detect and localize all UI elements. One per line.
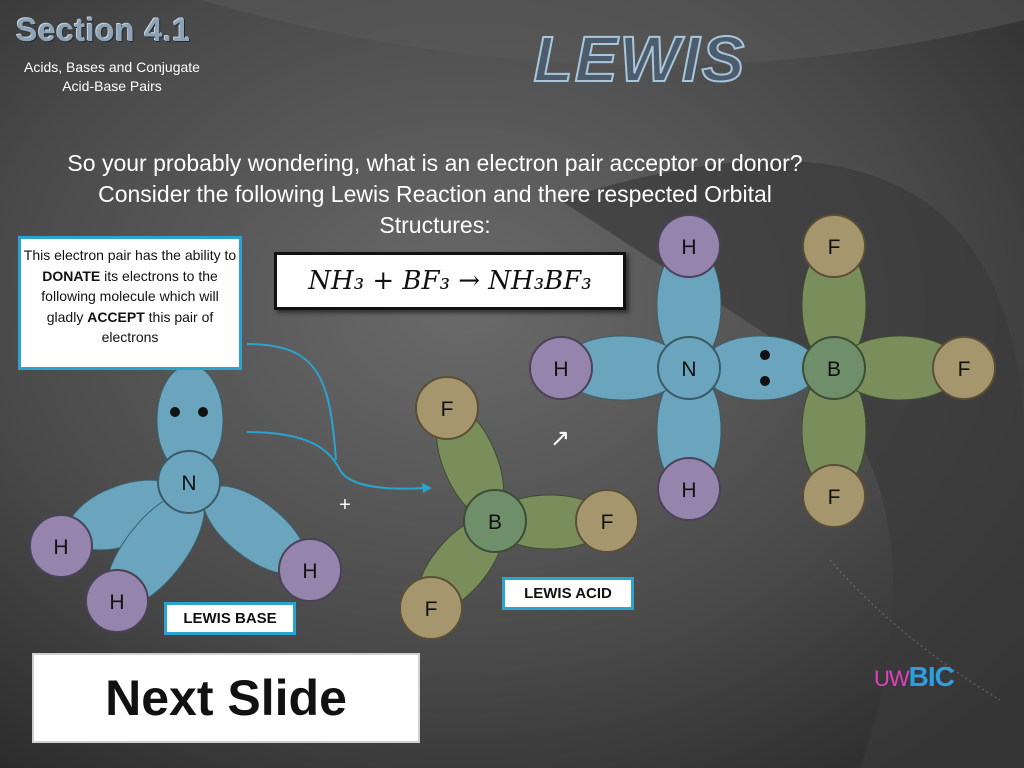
page-title: LEWIS	[533, 22, 747, 96]
reaction-equation: NH₃ + BF₃ → NH₃BF₃	[274, 252, 626, 310]
uwbic-logo: UWBIC	[874, 661, 955, 693]
base-atom-h1: H	[53, 536, 68, 559]
lewis-acid-label: LEWIS ACID	[502, 577, 634, 610]
callout-text: This electron pair has the ability to	[23, 247, 237, 263]
adduct-atom-f-bottom: F	[828, 486, 841, 509]
callout-text: its electrons to the following molecule …	[41, 267, 219, 325]
lewis-acid-molecule	[399, 376, 639, 640]
shared-pair-dot	[760, 350, 770, 360]
logo-uw: UW	[874, 666, 910, 691]
section-subtitle: Acids, Bases and Conjugate Acid-Base Pai…	[24, 59, 200, 94]
adduct-atom-f-right: F	[958, 358, 971, 381]
acid-atom-f3: F	[425, 598, 438, 621]
reaction-arrow: ↗	[550, 425, 570, 452]
adduct-molecule	[529, 214, 996, 528]
lewis-base-label: LEWIS BASE	[164, 602, 296, 635]
logo-bic: BIC	[908, 661, 955, 692]
callout-connector-line	[246, 343, 337, 461]
callout-bold-donate: DONATE	[42, 267, 101, 284]
section-title: Section 4.1	[16, 12, 191, 48]
donation-arrow	[246, 431, 426, 490]
adduct-atom-b: B	[827, 358, 841, 381]
shared-pair-dot	[760, 376, 770, 386]
acid-atom-f1: F	[441, 398, 454, 421]
adduct-atom-n: N	[681, 358, 696, 381]
callout-text: this pair of electrons	[101, 308, 214, 346]
adduct-atom-h-top: H	[681, 236, 696, 259]
intro-text: So your probably wondering, what is an e…	[67, 150, 803, 238]
adduct-atom-h-bottom: H	[681, 479, 696, 502]
adduct-atom-h-left: H	[553, 358, 568, 381]
next-slide-button[interactable]: Next Slide	[32, 653, 420, 743]
lewis-base-molecule	[29, 364, 342, 633]
base-atom-n: N	[181, 472, 196, 495]
callout-bold-accept: ACCEPT	[87, 308, 145, 325]
lone-pair-dot	[170, 407, 180, 417]
plus-sign: +	[339, 494, 351, 516]
lone-pair-dot	[198, 407, 208, 417]
base-atom-h3: H	[302, 560, 317, 583]
acid-atom-b: B	[488, 511, 502, 534]
adduct-atom-f-top: F	[828, 236, 841, 259]
base-atom-h2: H	[109, 591, 124, 614]
electron-pair-callout: This electron pair has the ability to DO…	[18, 236, 242, 370]
acid-atom-f2: F	[601, 511, 614, 534]
